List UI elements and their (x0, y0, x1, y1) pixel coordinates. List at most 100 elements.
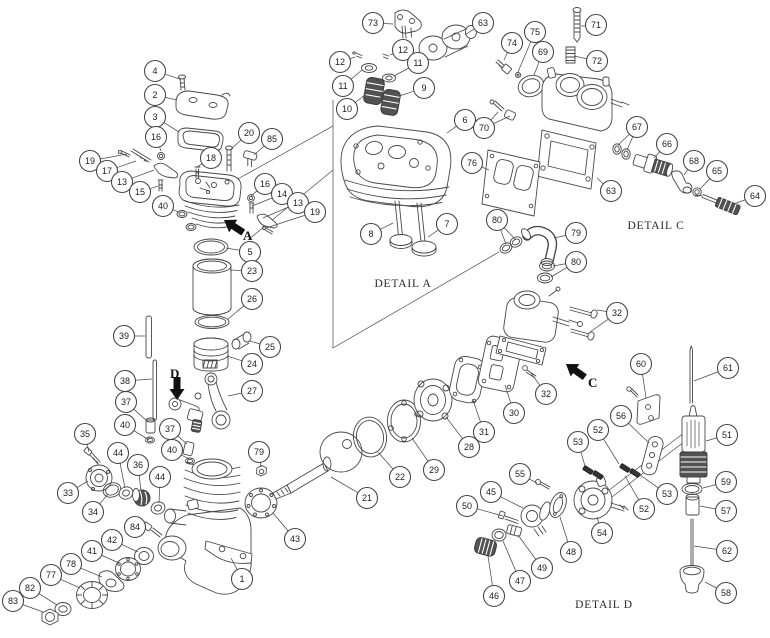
balloon-circle-30 (502, 401, 526, 425)
balloon-number-19: 19 (85, 156, 95, 166)
leader-line-82 (38, 593, 58, 606)
balloon-number-54: 54 (597, 528, 607, 538)
balloon-circle-72 (585, 49, 609, 73)
balloon-40: 40 (113, 413, 150, 441)
balloon-number-73: 73 (368, 18, 378, 28)
balloon-circle-77 (39, 563, 63, 587)
balloon-53: 53 (566, 430, 590, 467)
leader-line-43 (272, 512, 289, 532)
balloon-circle-66 (655, 132, 679, 156)
balloon-number-38: 38 (120, 376, 130, 386)
cover-screw-drawing (178, 74, 186, 91)
leader-line-63 (596, 177, 604, 185)
leader-line-60 (642, 374, 647, 399)
leader-line-50 (477, 508, 504, 517)
balloon-circle-33 (56, 481, 80, 505)
balloon-number-53: 53 (573, 437, 583, 447)
balloon-number-61: 61 (723, 363, 733, 373)
balloon-circle-44 (106, 441, 130, 465)
balloon-27: 27 (227, 379, 264, 403)
leader-line-51 (705, 437, 718, 442)
balloon-number-18: 18 (206, 153, 216, 163)
balloon-circle-32 (605, 301, 629, 325)
leader-line-80 (552, 263, 566, 267)
balloon-number-63: 63 (478, 18, 488, 28)
balloon-70: 70 (472, 111, 511, 140)
balloon-circle-65 (705, 159, 729, 183)
balloon-number-52: 52 (593, 425, 603, 435)
balloon-number-13: 13 (293, 198, 303, 208)
leader-line-25 (249, 340, 261, 345)
leader-line-68 (683, 169, 689, 176)
balloon-6: 6 (446, 108, 477, 134)
balloon-circle-45 (479, 480, 503, 504)
balloon-number-39: 39 (119, 331, 129, 341)
balloon-number-78: 78 (66, 559, 76, 569)
balloon-24: 24 (226, 352, 264, 376)
leader-line-34 (99, 493, 109, 505)
balloon-circle-53 (655, 482, 679, 506)
leader-line-37 (133, 408, 149, 423)
leader-line-74 (503, 52, 508, 61)
leader-line-80 (500, 229, 507, 245)
balloon-circle-35 (73, 422, 97, 446)
view-arrow-a (224, 219, 246, 236)
balloon-8: 8 (359, 222, 394, 246)
balloon-circle-31 (472, 420, 496, 444)
balloon-circle-10 (335, 97, 359, 121)
balloon-74: 74 (500, 31, 524, 61)
balloon-number-11: 11 (338, 81, 347, 91)
leader-line-83 (22, 604, 44, 613)
balloon-26: 26 (227, 287, 264, 320)
leader-line-8 (380, 222, 394, 230)
balloon-number-4: 4 (152, 66, 157, 76)
leader-line-65 (699, 178, 711, 190)
balloon-18: 18 (196, 146, 223, 170)
balloon-circle-48 (559, 540, 583, 564)
leader-line-16 (159, 146, 162, 152)
balloon-circle-78 (59, 552, 83, 576)
balloon-circle-64 (743, 184, 767, 208)
balloon-number-3: 3 (152, 112, 157, 122)
leader-line-36 (138, 475, 142, 492)
balloon-number-33: 33 (63, 488, 73, 498)
balloon-circle-71 (584, 13, 608, 37)
balloon-number-1: 1 (239, 574, 244, 584)
balloon-39: 39 (112, 324, 145, 348)
balloon-3: 3 (143, 105, 180, 133)
balloon-60: 60 (629, 352, 653, 399)
balloon-22: 22 (377, 451, 412, 489)
balloon-number-60: 60 (636, 359, 646, 369)
balloon-25: 25 (249, 335, 282, 359)
leader-line-2 (165, 96, 178, 101)
balloon-circle-69 (531, 40, 555, 64)
balloon-number-49: 49 (537, 563, 547, 573)
balloon-number-31: 31 (479, 427, 489, 437)
balloon-number-85: 85 (267, 134, 277, 144)
balloon-11: 11 (331, 69, 363, 98)
balloon-4: 4 (143, 59, 181, 83)
balloon-circle-12 (391, 38, 415, 62)
leader-line-11 (350, 69, 363, 80)
balloon-59: 59 (702, 470, 738, 494)
leader-line-79 (553, 234, 566, 239)
balloon-63: 63 (464, 11, 495, 36)
balloon-number-74: 74 (507, 38, 517, 48)
leader-line-10 (355, 93, 367, 103)
balloon-80: 80 (550, 250, 588, 278)
balloon-number-28: 28 (464, 442, 474, 452)
balloon-number-68: 68 (689, 156, 699, 166)
balloon-34: 34 (81, 493, 109, 524)
balloon-66: 66 (653, 132, 679, 159)
balloon-19: 19 (265, 200, 327, 229)
balloon-circle-85 (260, 127, 284, 151)
balloon-77: 77 (39, 563, 81, 589)
balloon-circle-54 (590, 521, 614, 545)
balloon-number-20: 20 (244, 128, 254, 138)
balloon-number-58: 58 (721, 588, 731, 598)
balloon-number-8: 8 (368, 229, 373, 239)
balloon-circle-51 (715, 423, 739, 447)
detail-label-detail-c: DETAIL C (627, 220, 684, 232)
balloon-75: 75 (517, 20, 547, 73)
balloon-40: 40 (151, 194, 180, 218)
